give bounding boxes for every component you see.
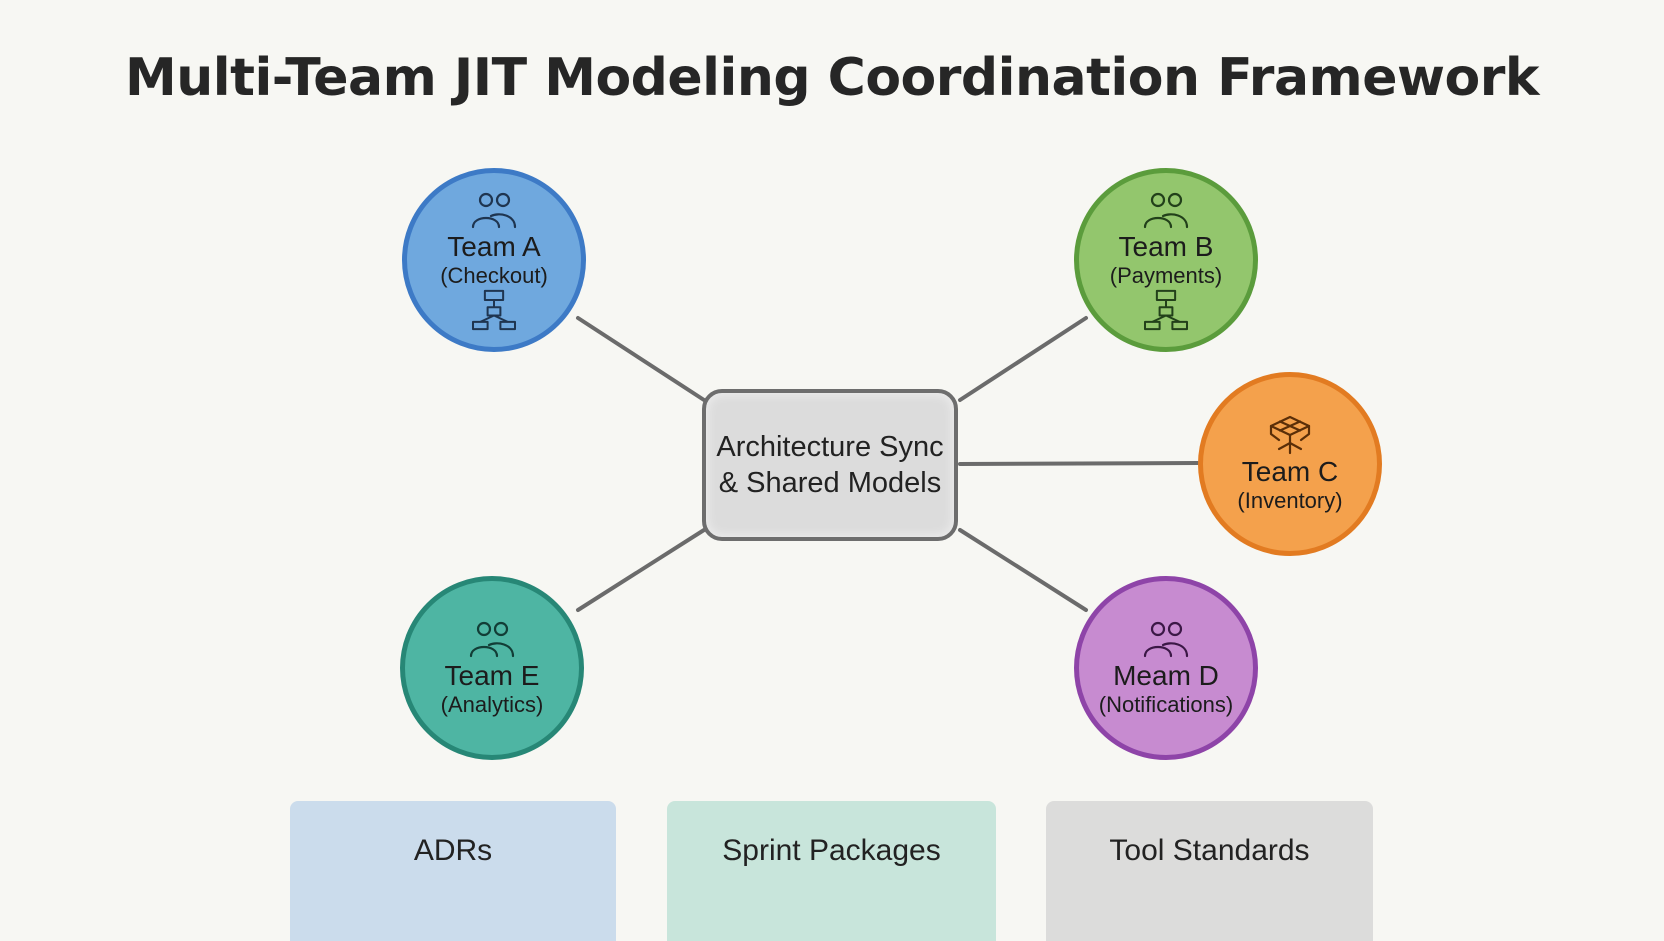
people-icon [469, 621, 515, 658]
hierarchy-icon [1143, 289, 1189, 331]
team-area: (Analytics) [440, 692, 544, 717]
connector-team-d [958, 528, 1088, 612]
architecture-sync-hub: Architecture Sync & Shared Models [702, 389, 958, 541]
adrs-card: ADRs [290, 801, 616, 941]
diagram-title: Multi-Team JIT Modeling Coordination Fra… [125, 48, 1539, 108]
tool-standards-card: Tool Standards [1046, 801, 1373, 941]
team-area: (Inventory) [1237, 488, 1343, 513]
team-area: (Notifications) [1098, 692, 1234, 717]
team-name: Team B [1118, 231, 1214, 262]
team-a-node: Team A (Checkout) [402, 168, 586, 352]
hub-label: Architecture Sync & Shared Models [716, 431, 944, 499]
connector-team-a [576, 316, 706, 402]
hierarchy-icon [471, 289, 517, 331]
people-icon [1143, 621, 1189, 658]
connector-team-b [958, 316, 1088, 402]
team-c-node: Team C (Inventory) [1198, 372, 1382, 556]
team-d-node: Meam D (Notifications) [1074, 576, 1258, 760]
people-icon [1143, 192, 1189, 229]
card-label: Sprint Packages [722, 834, 941, 867]
team-name: Team C [1241, 456, 1339, 487]
team-e-node: Team E (Analytics) [400, 576, 584, 760]
connector-team-e [576, 528, 706, 612]
team-b-node: Team B (Payments) [1074, 168, 1258, 352]
team-name: Team A [447, 231, 541, 262]
card-label: ADRs [413, 834, 493, 867]
sprint-packages-card: Sprint Packages [667, 801, 996, 941]
network-icon [1269, 415, 1311, 455]
team-name: Meam D [1113, 660, 1219, 691]
team-area: (Payments) [1109, 263, 1223, 288]
connector-team-c [958, 461, 1200, 466]
team-area: (Checkout) [440, 263, 548, 288]
card-label: Tool Standards [1109, 834, 1310, 867]
people-icon [471, 192, 517, 229]
team-name: Team E [444, 660, 540, 691]
